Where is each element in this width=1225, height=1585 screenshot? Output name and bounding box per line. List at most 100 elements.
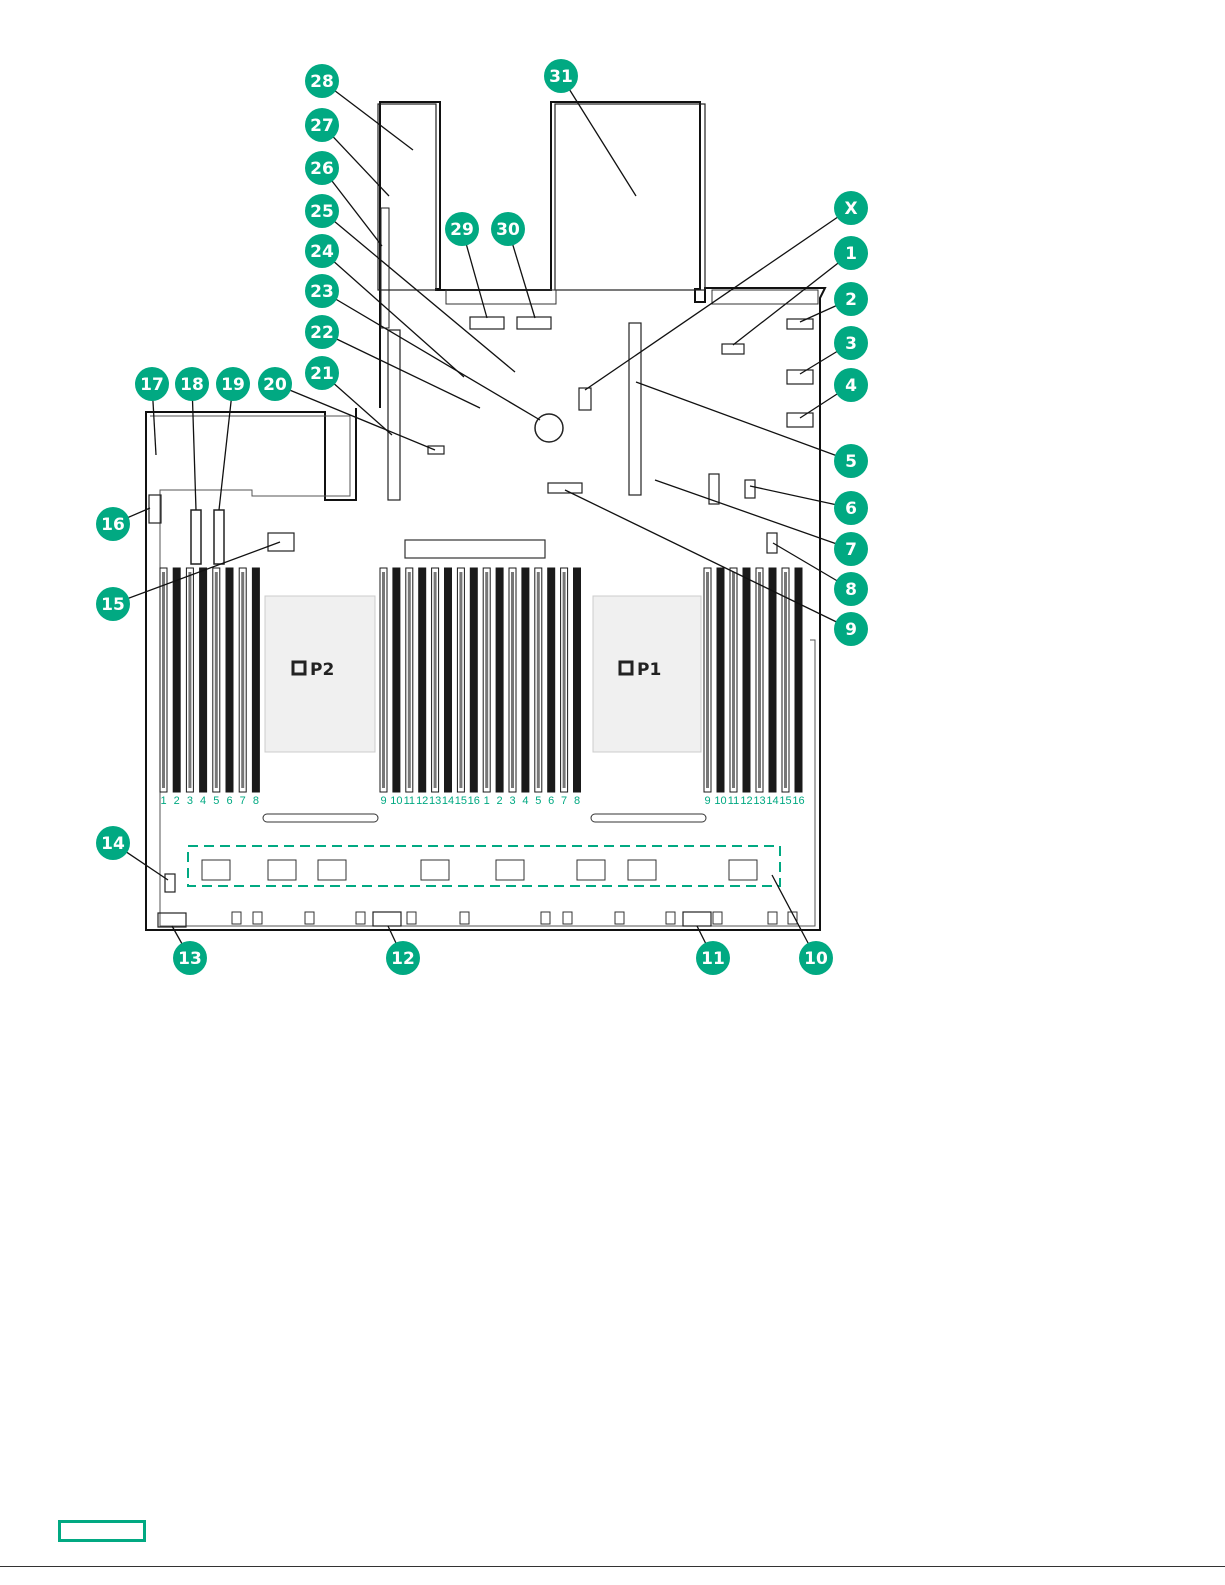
callout-label: 8 <box>845 580 857 600</box>
callout-6: 6 <box>834 491 868 525</box>
callout-4: 4 <box>834 368 868 402</box>
dimm-number: 16 <box>792 795 804 807</box>
connector-6 <box>745 480 755 498</box>
dimm-slot <box>226 568 233 792</box>
dimm-slot <box>200 568 207 792</box>
dimm-number: 8 <box>574 795 580 807</box>
callout-11: 11 <box>696 941 730 975</box>
dimm-slot <box>769 568 776 792</box>
dimm-slot <box>574 568 581 792</box>
callout-label: 31 <box>549 67 573 87</box>
dimm-number: 4 <box>522 795 528 807</box>
dimm-number: 3 <box>187 795 193 807</box>
dimm-number: 11 <box>404 795 415 807</box>
callout-label: 20 <box>263 375 287 395</box>
dimm-number: 14 <box>766 795 778 807</box>
callout-label: 2 <box>845 290 857 310</box>
board-inner-outline <box>150 416 815 926</box>
connector-4 <box>787 413 813 427</box>
callout-label: 3 <box>845 334 857 354</box>
callout-18: 18 <box>175 367 209 401</box>
callout-label: 16 <box>101 515 125 535</box>
dimm-number: 12 <box>740 795 752 807</box>
callout-23: 23 <box>305 274 339 308</box>
connector-16 <box>149 495 161 523</box>
dimm-number: 5 <box>213 795 219 807</box>
connector-x <box>579 388 591 410</box>
callout-29: 29 <box>445 212 479 246</box>
callout-15: 15 <box>96 587 130 621</box>
callout-label: 12 <box>391 949 415 969</box>
p1-retention-bar <box>591 814 706 822</box>
dimm-slot <box>173 568 180 792</box>
callouts: 28312726252930X1242322231718192021456167… <box>96 59 868 975</box>
leader-line-23 <box>322 291 540 420</box>
callout-17: 17 <box>135 367 169 401</box>
callout-label: 19 <box>221 375 245 395</box>
dimm-slot <box>496 568 503 792</box>
connector-20 <box>428 446 444 454</box>
dimm-slot <box>445 568 452 792</box>
connector-29 <box>470 317 504 329</box>
backplane-connectors <box>202 860 757 880</box>
dimm-slot <box>548 568 555 792</box>
connector-18 <box>191 510 201 564</box>
leader-line-1 <box>733 253 851 345</box>
dimm-number: 1 <box>484 795 490 807</box>
dimm-slot <box>419 568 426 792</box>
connector-1 <box>722 344 744 354</box>
callout-label: 6 <box>845 499 857 519</box>
riser-slot-primary <box>629 323 641 495</box>
callout-8: 8 <box>834 572 868 606</box>
callout-13: 13 <box>173 941 207 975</box>
callout-label: 17 <box>140 375 164 395</box>
dimm-number: 3 <box>509 795 515 807</box>
processor-p2: P2 <box>265 596 375 752</box>
footer-rule <box>0 1566 1225 1567</box>
callout-label: 15 <box>101 595 125 615</box>
callout-label: 25 <box>310 202 334 222</box>
connector-14 <box>165 874 175 892</box>
callout-label: 22 <box>310 323 334 343</box>
hpe-logo <box>58 1520 146 1542</box>
fan-connector-row <box>232 912 797 924</box>
callout-label: 13 <box>178 949 202 969</box>
callout-7: 7 <box>834 532 868 566</box>
callout-label: 30 <box>496 220 520 240</box>
dimm-slot <box>743 568 750 792</box>
callout-19: 19 <box>216 367 250 401</box>
rear-io-left <box>378 104 436 290</box>
rear-io-right <box>555 104 705 290</box>
callout-28: 28 <box>305 64 339 98</box>
dimm-number: 6 <box>548 795 554 807</box>
rear-connector <box>446 290 556 304</box>
riser-slot-left <box>388 330 400 500</box>
dimm-number: 1 <box>160 795 166 807</box>
dimm-slot <box>252 568 259 792</box>
processor-label: P2 <box>310 660 334 680</box>
connector-3 <box>787 370 813 384</box>
callout-12: 12 <box>386 941 420 975</box>
callout-label: 4 <box>845 376 857 396</box>
dimm-number: 9 <box>704 795 710 807</box>
connector-13 <box>158 913 186 927</box>
leader-line-7 <box>655 480 851 549</box>
callout-label: 7 <box>845 540 857 560</box>
dimm-number: 11 <box>728 795 739 807</box>
callout-22: 22 <box>305 315 339 349</box>
callout-label: 28 <box>310 72 334 92</box>
callout-label: 21 <box>310 364 334 384</box>
callout-label: 23 <box>310 282 334 302</box>
dimm-number: 12 <box>416 795 428 807</box>
callout-31: 31 <box>544 59 578 93</box>
connector-30 <box>517 317 551 329</box>
connector-12 <box>373 912 401 926</box>
callout-label: 27 <box>310 116 334 136</box>
callout-label: 29 <box>450 220 474 240</box>
cpu-heatsink-clip <box>405 540 545 558</box>
dimm-slot <box>522 568 529 792</box>
dimm-number: 15 <box>779 795 791 807</box>
dimm-number: 8 <box>253 795 259 807</box>
dimm-number: 7 <box>240 795 246 807</box>
callout-label: 18 <box>180 375 204 395</box>
